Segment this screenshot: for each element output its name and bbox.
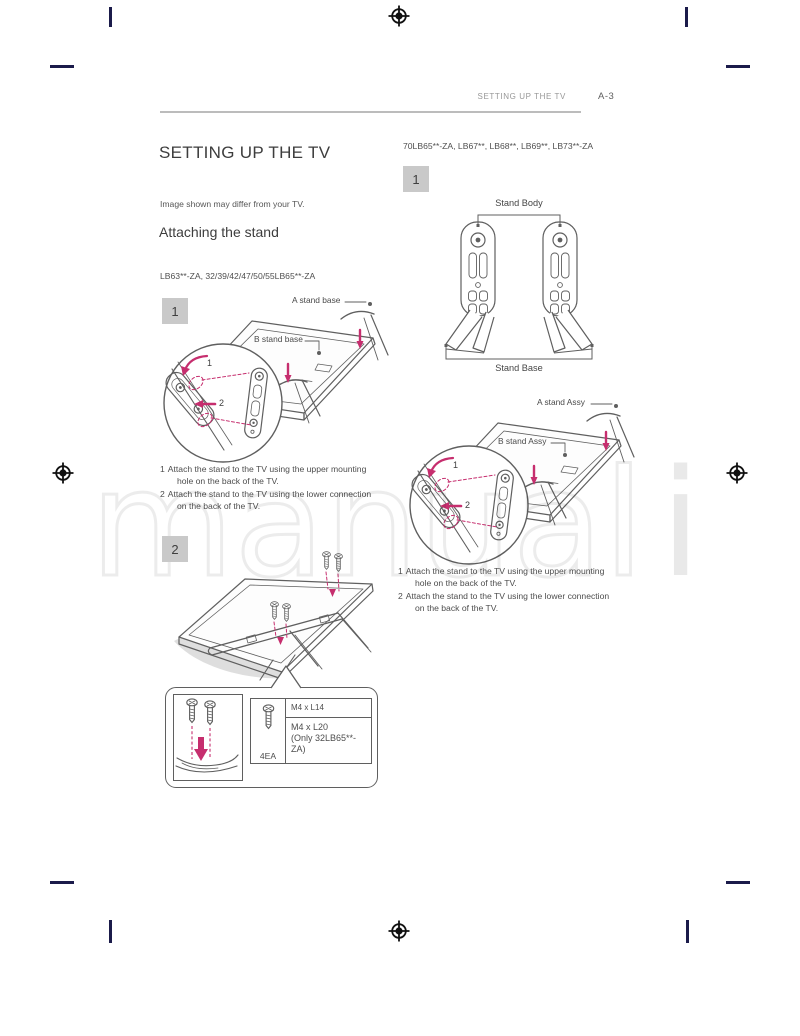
diagram-label-b-stand-base: B stand base — [254, 334, 303, 344]
instruction-number: 2 — [160, 489, 165, 500]
instruction-text: Attach the stand to the TV using the low… — [167, 489, 372, 511]
instruction-text: Attach the stand to the TV using the upp… — [167, 464, 367, 486]
registration-mark-icon — [388, 920, 410, 942]
page-number: A-3 — [598, 91, 615, 102]
diagram-stand-parts: Stand Body Stand Base — [424, 196, 614, 381]
tv-assembly-illustration — [407, 402, 636, 566]
diagram-callout-2: 2 — [219, 398, 225, 408]
crop-mark — [685, 7, 688, 27]
crop-mark — [726, 65, 750, 68]
crop-mark — [50, 881, 74, 884]
diagram-callout-2: 2 — [465, 500, 471, 510]
instruction-number: 1 — [398, 566, 403, 576]
instruction-number: 2 — [398, 591, 403, 602]
registration-mark-icon — [388, 5, 410, 27]
crop-mark — [50, 65, 74, 68]
crop-mark — [686, 920, 689, 943]
screw-quantity: 4EA — [259, 751, 277, 761]
screw-spec-row-2: M4 x L20 (Only 32LB65**-ZA) — [286, 718, 371, 763]
screw-icon — [262, 704, 274, 730]
registration-mark-icon — [52, 462, 74, 484]
model-list-right: 70LB65**-ZA, LB67**, LB68**, LB69**, LB7… — [403, 141, 594, 151]
diagram-insert-screws — [152, 551, 410, 683]
header-rule — [160, 111, 581, 113]
stand-base-label: Stand Base — [495, 363, 543, 373]
instruction-text: Attach the stand to the TV using the upp… — [405, 566, 605, 588]
diagram-label-a-stand-assy: A stand Assy — [537, 397, 585, 407]
screw-quantity-cell: 4EA — [251, 699, 286, 763]
diagram-callout-1: 1 — [207, 358, 213, 368]
diagram-attach-stand-right: A stand Assy B stand Assy 1 2 — [398, 394, 656, 568]
diagram-attach-stand-left: A stand base B stand base 1 2 — [152, 292, 410, 466]
crop-mark — [109, 7, 112, 27]
step-number-box: 1 — [403, 166, 429, 192]
screw-insert-illustration — [175, 698, 239, 773]
screw-insert-panel — [173, 694, 243, 781]
screw-callout-box: 4EA M4 x L14 M4 x L20 (Only 32LB65**-ZA) — [165, 687, 378, 788]
model-list-left: LB63**-ZA, 32/39/42/47/50/55LB65**-ZA — [160, 271, 316, 281]
instruction-text: Attach the stand to the TV using the low… — [405, 591, 610, 613]
stand-body-label: Stand Body — [495, 198, 543, 208]
callout-pointer — [270, 665, 302, 689]
screw-spec-row-1: M4 x L14 — [286, 699, 371, 718]
stand-parts-illustration — [444, 214, 594, 360]
tv-screws-illustration — [152, 551, 410, 683]
section-heading: Attaching the stand — [159, 224, 279, 240]
page-title: SETTING UP THE TV — [159, 143, 331, 162]
screw-spec-line-1: M4 x L20 — [291, 722, 329, 732]
diagram-label-a-stand-base: A stand base — [292, 295, 341, 305]
screw-spec-line-2: (Only 32LB65**-ZA) — [291, 733, 357, 754]
instruction-number: 1 — [160, 464, 165, 474]
crop-mark — [726, 881, 750, 884]
step-number-box: 2 — [162, 536, 188, 562]
step-number-box: 1 — [162, 298, 188, 324]
note-text: Image shown may differ from your TV. — [160, 199, 305, 209]
registration-mark-icon — [726, 462, 748, 484]
watermark-filled-text: i — [660, 438, 701, 607]
crop-mark — [109, 920, 112, 943]
screw-spec-table: 4EA M4 x L14 M4 x L20 (Only 32LB65**-ZA) — [250, 698, 372, 764]
diagram-label-b-stand-assy: B stand Assy — [498, 436, 547, 446]
diagram-callout-1: 1 — [453, 460, 459, 470]
tv-assembly-illustration — [161, 300, 390, 464]
running-header: SETTING UP THE TV — [477, 92, 566, 101]
